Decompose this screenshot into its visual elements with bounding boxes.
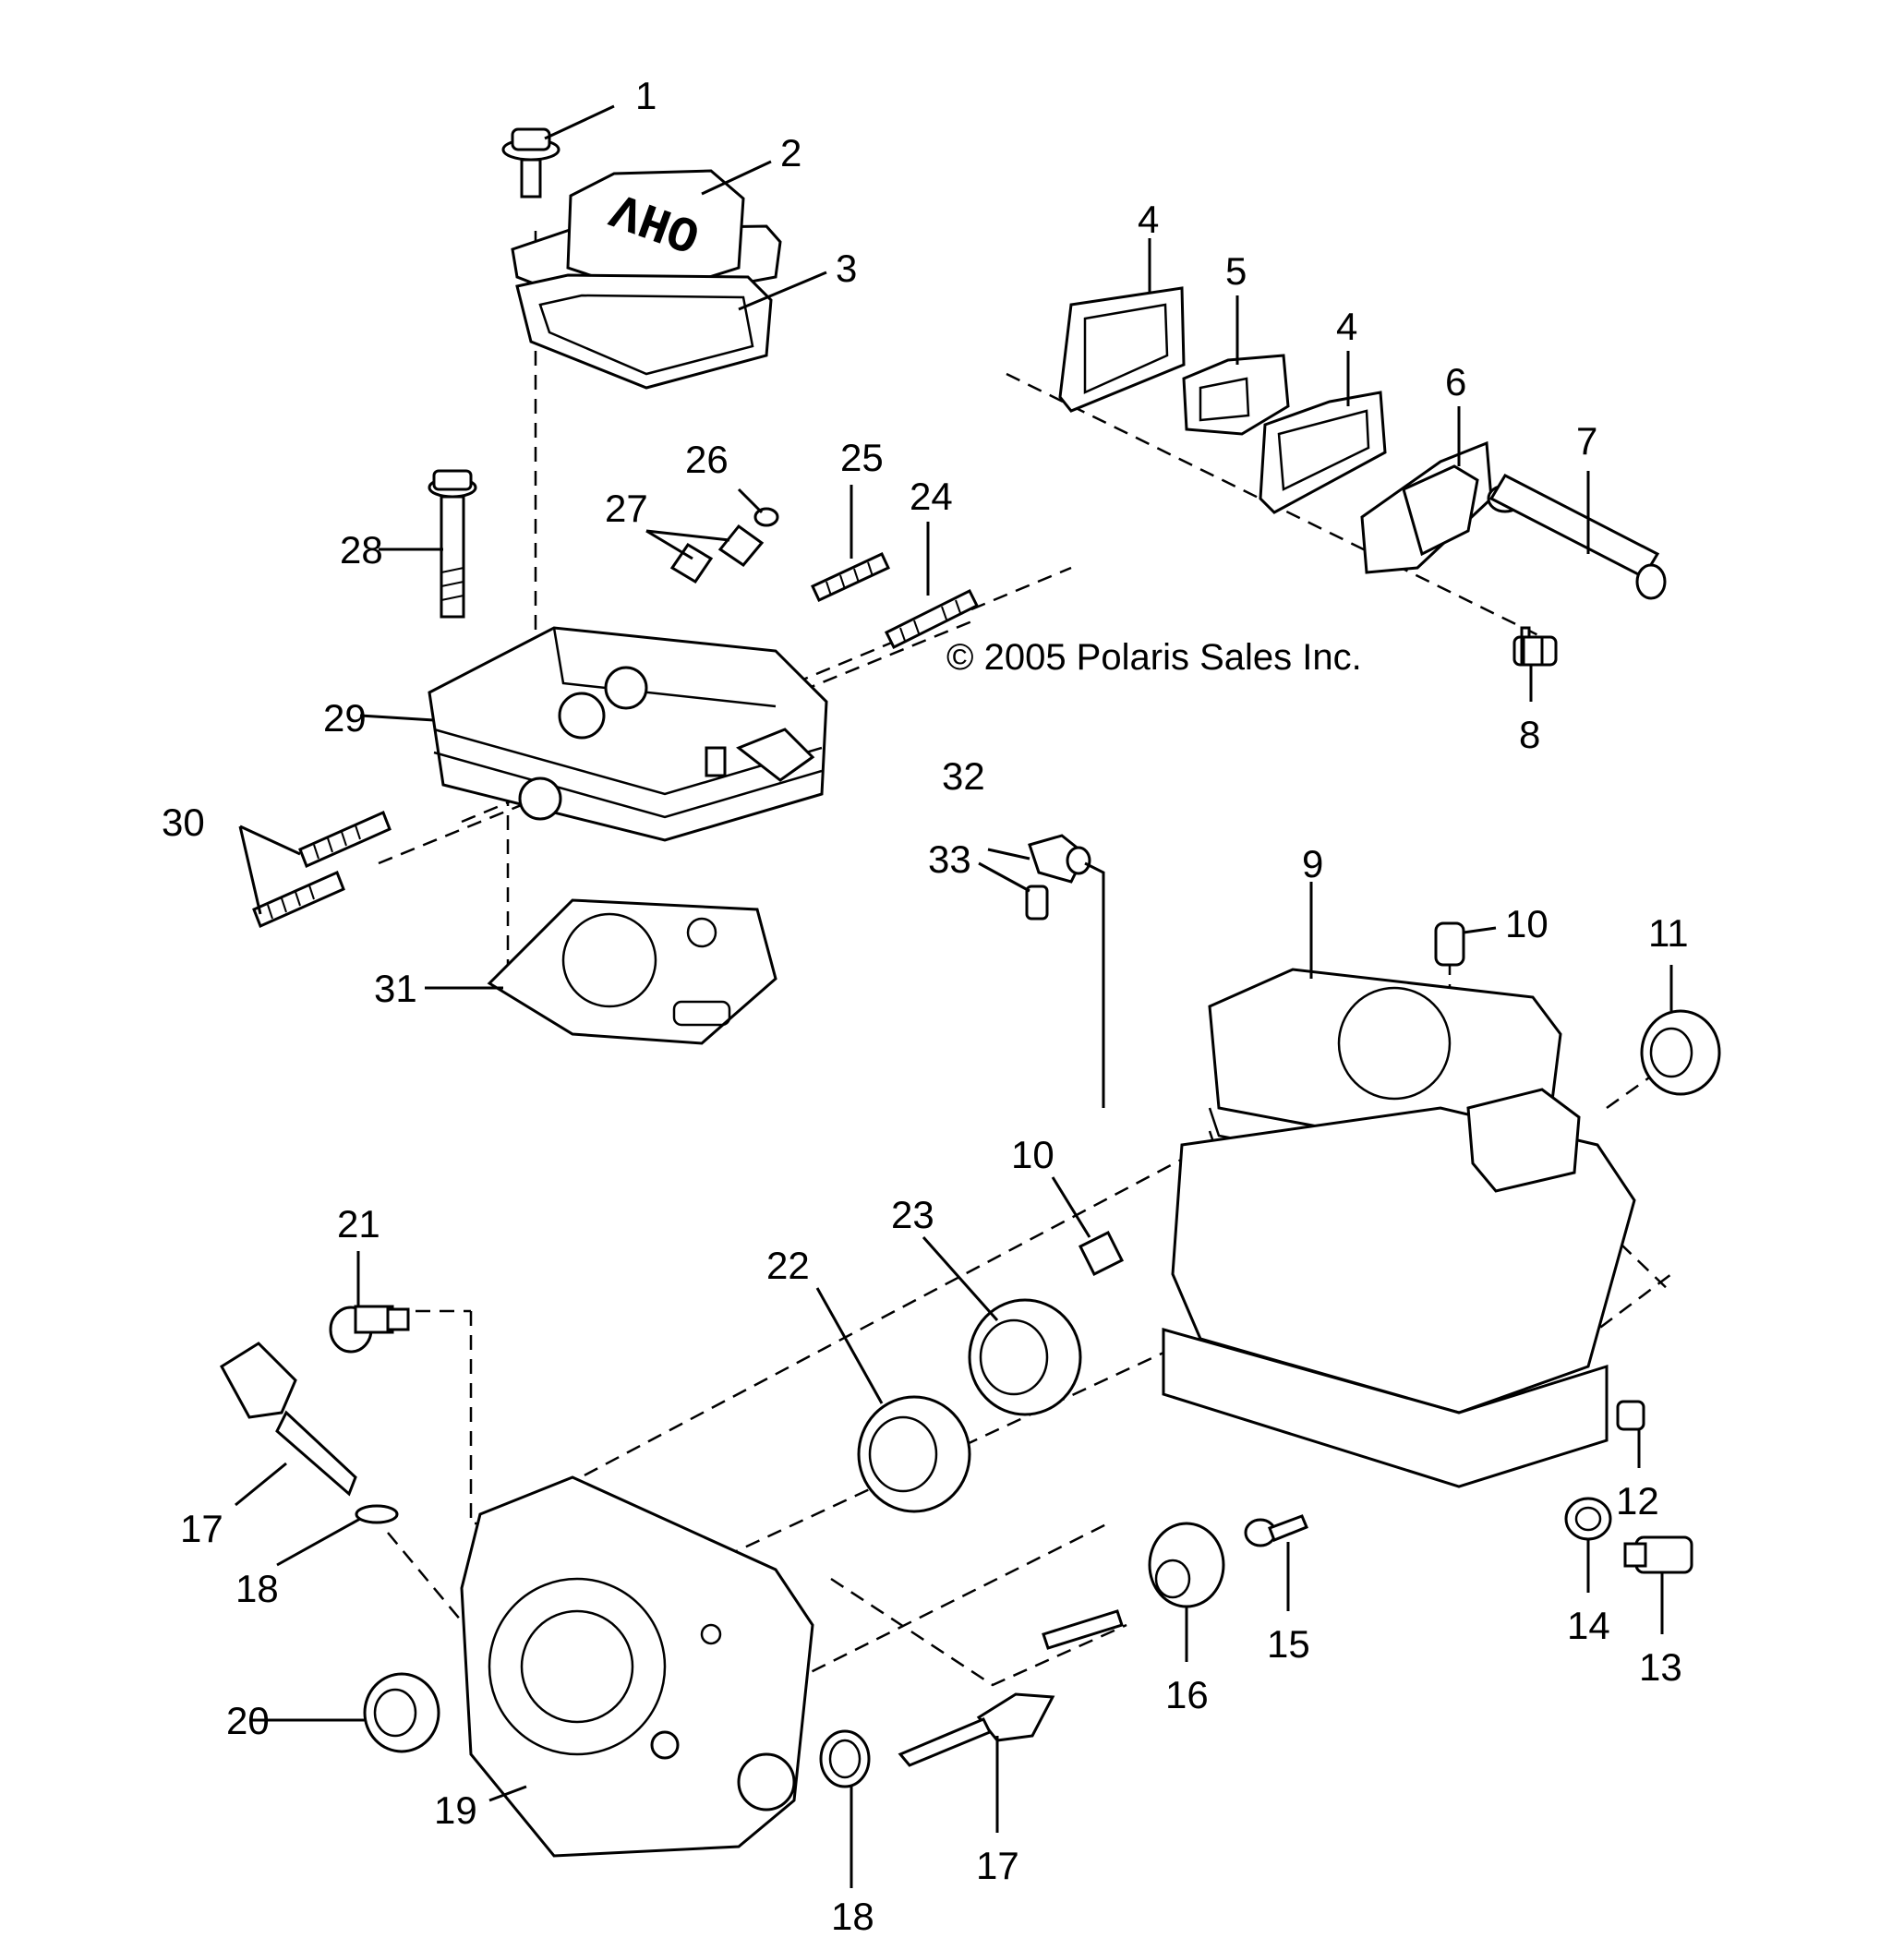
part-11-oil-seal [1640,1009,1721,1096]
part-32-hose-line [1084,861,1105,1108]
callout-10-upper: 10 [1505,902,1549,945]
part-33-fitting [1025,885,1049,921]
callout-11: 11 [1648,911,1689,955]
part-14-washer [1564,1497,1612,1541]
callout-20: 20 [226,1699,270,1742]
callout-22: 22 [766,1244,810,1287]
part-29-cylinder-head [428,626,828,842]
callout-14: 14 [1567,1604,1610,1647]
part-8-manifold-bolt [1512,626,1558,667]
callout-13: 13 [1639,1645,1682,1689]
part-25-stud [811,552,890,602]
part-10-dowel-lower [1078,1230,1125,1277]
governor-shaft [1042,1609,1124,1650]
part-24-stud [884,588,980,650]
part-4-intake-gasket-right [1259,391,1387,514]
callout-2: 2 [780,131,801,175]
part-16-gear [1148,1522,1225,1608]
part-3-cover-gasket [515,273,773,390]
callout-18-left: 18 [235,1567,279,1610]
callout-15: 15 [1267,1622,1310,1666]
callout-31: 31 [374,967,417,1010]
part-4-intake-gasket-left [1058,286,1186,413]
callout-4-right: 4 [1336,305,1357,348]
part-9-crankcase [1162,968,1636,1488]
part-32-elbow-fitting [1028,834,1091,884]
callout-16: 16 [1165,1673,1209,1716]
callout-17-left: 17 [180,1507,223,1550]
callout-21: 21 [337,1202,380,1246]
part-18-o-ring-lower [819,1729,871,1788]
part-21-plug [329,1305,410,1354]
callout-32: 32 [942,754,985,798]
part-28-head-bolt [428,469,477,619]
callout-18-lower: 18 [831,1895,874,1938]
part-22-bearing [857,1395,971,1513]
callout-1: 1 [635,74,657,117]
part-15-bolt [1244,1514,1308,1547]
callout-9: 9 [1302,842,1323,885]
part-31-head-gasket [487,898,777,1045]
callout-4-left: 4 [1138,198,1159,241]
callout-5: 5 [1225,249,1247,293]
callout-6: 6 [1445,360,1466,403]
part-1-cover-bolt [501,127,560,199]
copyright-notice: © 2005 Polaris Sales Inc. [946,637,1362,678]
part-18-o-ring-left [355,1504,399,1524]
callout-28: 28 [340,528,383,572]
callout-labels: 1 2 3 4 4 5 6 7 8 9 10 10 11 12 13 14 15… [162,74,1689,1938]
callout-10-lower: 10 [1011,1133,1054,1176]
part-23-bearing [968,1298,1082,1416]
part-27-dowel-pins [669,524,765,584]
part-13-drain-bolt [1623,1535,1693,1574]
callout-25: 25 [840,436,884,479]
callout-29: 29 [323,696,367,740]
part-5-intake-spacer [1182,354,1290,436]
callout-24: 24 [910,475,953,518]
part-19-crankcase-cover [460,1475,814,1858]
callout-3: 3 [836,247,857,290]
callout-27: 27 [605,487,648,530]
callout-12: 12 [1616,1479,1659,1523]
callout-17-lower: 17 [976,1844,1019,1887]
part-10-dowel-upper [1434,921,1465,967]
callout-7: 7 [1576,419,1597,463]
part-12-plug [1616,1400,1645,1431]
part-17-dipstick-lower [898,1692,1055,1767]
callout-23: 23 [891,1193,934,1236]
callout-33: 33 [928,837,971,881]
part-30-head-studs [252,810,392,929]
callout-30: 30 [162,800,205,844]
leader-lines [235,104,1673,1888]
part-20-oil-seal [363,1672,440,1753]
callout-8: 8 [1519,713,1540,756]
part-17-dipstick-left [220,1342,357,1497]
callout-26: 26 [685,438,729,481]
part-6-intake-manifold [1360,440,1524,574]
callout-19: 19 [434,1788,477,1832]
part-7-breather-tube [1488,474,1667,600]
